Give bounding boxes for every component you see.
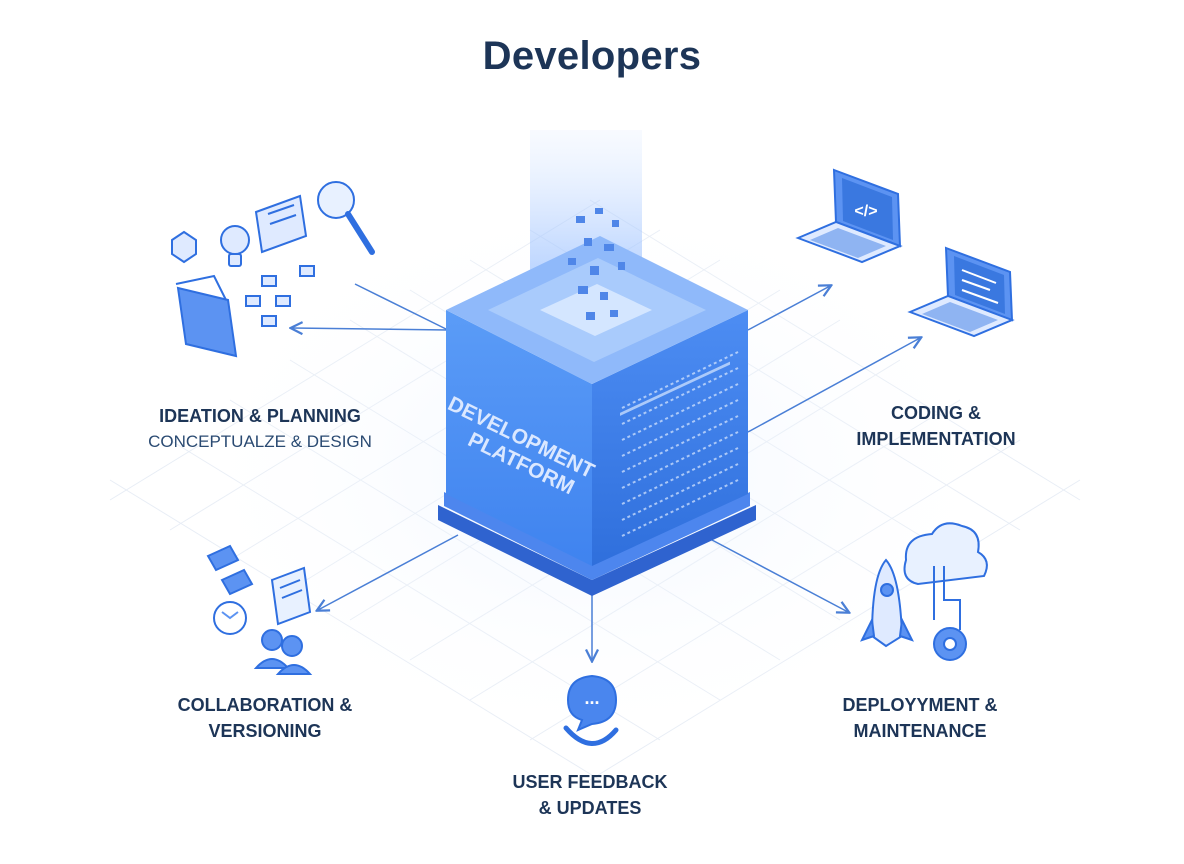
arrow-ideation-upper — [354, 283, 449, 331]
stage-label-collaboration: COLLABORATION & VERSIONING — [150, 692, 380, 744]
cube-left-face — [446, 310, 592, 566]
deployment-title-line1: DEPLOYYMENT & — [842, 695, 998, 715]
coding-title-line1: CODING & — [891, 403, 981, 423]
laptop-icon: </> — [795, 168, 903, 264]
code-pattern — [620, 361, 730, 416]
coding-title-line2: IMPLEMENTATION — [856, 429, 1016, 449]
stage-label-deployment: DEPLOYYMENT & MAINTENANCE — [820, 692, 1020, 744]
ideation-icons — [171, 181, 375, 358]
collaboration-icons — [206, 544, 313, 675]
arrow-to-coding — [747, 338, 920, 433]
cube-top-core — [540, 284, 652, 336]
ideation-subtitle: CONCEPTUALZE & DESIGN — [148, 432, 372, 451]
flowchart-icon — [245, 265, 315, 327]
deployment-title-line2: MAINTENANCE — [853, 721, 987, 741]
laptop-code-icon — [907, 246, 1015, 338]
cube-base-plate — [438, 505, 756, 596]
page-title: Developers — [482, 34, 702, 78]
cube-small-icon — [171, 230, 197, 264]
gear-icon — [933, 627, 967, 661]
rocket-icon — [860, 558, 914, 648]
sync-icon — [213, 601, 247, 635]
cube-base-rim — [444, 492, 750, 580]
arrow-to-coding-upper — [747, 286, 830, 331]
wallet-icon — [175, 274, 238, 358]
chat-dots: ... — [584, 688, 599, 708]
lightbulb-icon — [220, 225, 250, 267]
platform-cube: DEVELOPMENT PLATFORM — [438, 208, 756, 596]
data-particles — [568, 208, 625, 320]
coding-icons: </> — [795, 168, 1015, 338]
ideation-title: IDEATION & PLANNING — [159, 406, 361, 426]
git-branch-icon — [206, 544, 254, 596]
feedback-title-line1: USER FEEDBACK — [512, 772, 668, 792]
arrow-to-deployment — [711, 539, 848, 612]
connector-arrows — [292, 283, 920, 660]
chat-icon — [566, 674, 618, 732]
document-card-icon — [254, 194, 308, 254]
stage-label-ideation: IDEATION & PLANNING CONCEPTUALZE & DESIG… — [100, 403, 420, 455]
arrow-to-ideation — [292, 328, 449, 330]
people-icon — [253, 629, 313, 675]
deployment-icons — [860, 522, 988, 661]
stage-label-coding: CODING & IMPLEMENTATION — [836, 400, 1036, 452]
document-check-icon — [270, 566, 312, 626]
code-glyph: </> — [854, 203, 877, 220]
collaboration-title-line1: COLLABORATION & — [177, 695, 353, 715]
feedback-icons: ... — [563, 674, 619, 746]
collaboration-title-line2: VERSIONING — [208, 721, 322, 741]
cloud-icon — [903, 522, 988, 586]
stage-label-feedback: USER FEEDBACK & UPDATES — [480, 769, 700, 821]
feedback-title-line2: & UPDATES — [538, 798, 642, 818]
arrow-to-collaboration — [318, 534, 459, 610]
magnifier-icon — [317, 181, 375, 255]
feedback-arc-icon — [563, 725, 619, 746]
upload-line-icon — [933, 566, 961, 630]
